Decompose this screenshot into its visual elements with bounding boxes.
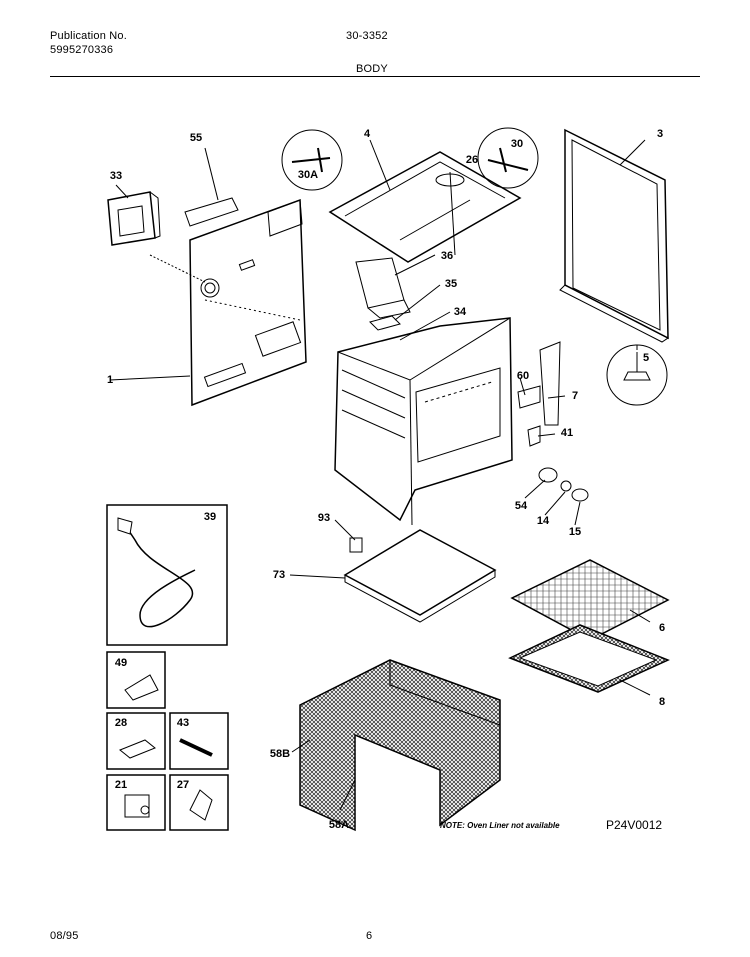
top-cover xyxy=(328,151,522,263)
callout-35: 35 xyxy=(444,278,458,290)
part-box-27 xyxy=(169,774,229,831)
callout-73: 73 xyxy=(272,569,286,581)
callout-58a: 58A xyxy=(328,819,350,831)
section-title: BODY xyxy=(356,63,388,75)
back-panel xyxy=(189,198,307,407)
vent-duct xyxy=(355,257,405,309)
callout-36: 36 xyxy=(440,250,454,262)
model-number: 30-3352 xyxy=(346,30,388,42)
terminal-block-cover xyxy=(107,191,161,246)
page-number: 6 xyxy=(366,930,373,942)
header-rule xyxy=(50,76,700,77)
callout-54: 54 xyxy=(514,500,528,512)
part-box-43 xyxy=(169,712,229,770)
callout-8: 8 xyxy=(658,696,666,708)
callout-34: 34 xyxy=(453,306,467,318)
callout-4: 4 xyxy=(363,128,371,140)
callout-27: 27 xyxy=(176,779,190,791)
side-panel xyxy=(559,128,669,343)
oven-liner-note: NOTE: Oven Liner not available xyxy=(440,821,560,830)
callout-55: 55 xyxy=(189,132,203,144)
callout-7: 7 xyxy=(571,390,579,402)
callout-14: 14 xyxy=(536,515,550,527)
callout-5: 5 xyxy=(642,352,650,364)
callout-43: 43 xyxy=(176,717,190,729)
callout-60: 60 xyxy=(516,370,530,382)
lamp-lens xyxy=(571,488,589,502)
callout-3: 3 xyxy=(656,128,664,140)
callout-58b: 58B xyxy=(269,748,291,760)
callout-30: 30 xyxy=(510,138,524,150)
callout-21: 21 xyxy=(114,779,128,791)
callout-26: 26 xyxy=(465,154,479,166)
callout-30a: 30A xyxy=(297,169,319,181)
vent-baffle xyxy=(369,315,401,331)
part-box-28 xyxy=(106,712,166,770)
power-cord-box xyxy=(106,504,228,646)
latch-spring xyxy=(527,425,541,447)
callout-28: 28 xyxy=(114,717,128,729)
lamp-receptacle xyxy=(538,467,558,483)
callout-1: 1 xyxy=(106,374,114,386)
hinge-detail-left xyxy=(281,129,343,191)
callout-39: 39 xyxy=(203,511,217,523)
oven-rack xyxy=(510,559,670,641)
callout-49: 49 xyxy=(114,657,128,669)
oven-body xyxy=(334,317,513,526)
insulation-blanket xyxy=(299,659,501,832)
callout-6: 6 xyxy=(658,622,666,634)
part-box-49 xyxy=(106,651,166,709)
broiler-pan xyxy=(508,624,670,693)
latch-link xyxy=(517,385,541,409)
callout-33: 33 xyxy=(109,170,123,182)
insulation-strip xyxy=(184,197,239,227)
callout-15: 15 xyxy=(568,526,582,538)
callout-41: 41 xyxy=(560,427,574,439)
lamp-bulb xyxy=(560,480,572,492)
hinge-detail-right xyxy=(477,127,539,189)
publication-number: 5995270336 xyxy=(50,44,114,56)
diagram-code: P24V0012 xyxy=(606,818,663,832)
back-panel-bracket xyxy=(267,199,303,237)
callout-93: 93 xyxy=(317,512,331,524)
footer-date: 08/95 xyxy=(50,930,79,942)
publication-label: Publication No. xyxy=(50,30,127,42)
switch xyxy=(349,537,363,553)
door-latch xyxy=(539,341,561,426)
bottom-tray xyxy=(343,529,497,616)
part-box-21 xyxy=(106,774,166,831)
